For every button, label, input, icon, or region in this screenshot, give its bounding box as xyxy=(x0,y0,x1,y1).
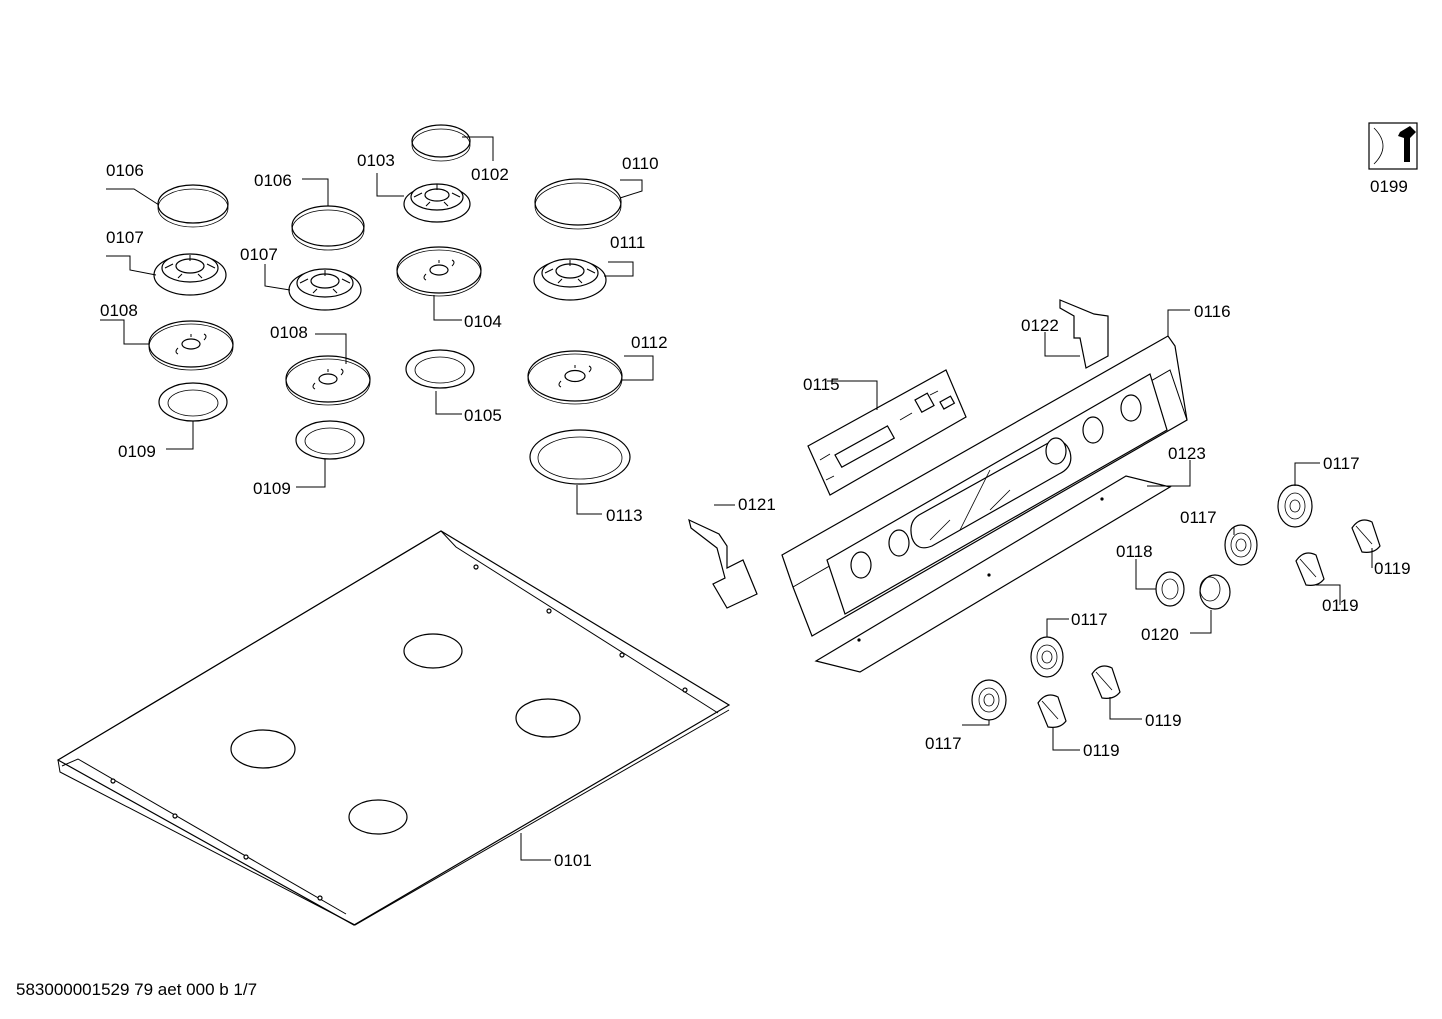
leader-lines xyxy=(100,136,1373,861)
knob-bezel-0117-c xyxy=(1030,636,1064,678)
label-0117-b: 0117 xyxy=(1180,508,1217,527)
label-0119-c: 0119 xyxy=(1145,711,1182,730)
bracket-0121 xyxy=(688,518,758,609)
label-0112: 0112 xyxy=(631,333,668,352)
label-0105: 0105 xyxy=(464,406,502,425)
spreader-0104 xyxy=(396,246,482,297)
label-0123: 0123 xyxy=(1168,444,1206,463)
spreader-0108-mid xyxy=(285,355,371,406)
knob-bezel-0117-d xyxy=(971,679,1007,721)
label-0119-a: 0119 xyxy=(1374,559,1411,578)
label-0121: 0121 xyxy=(738,495,776,514)
label-0118: 0118 xyxy=(1116,542,1153,561)
label-0106-mid: 0106 xyxy=(254,171,292,190)
label-0120: 0120 xyxy=(1141,625,1179,644)
knob-bezel-0117-b xyxy=(1224,524,1258,566)
label-0107-left: 0107 xyxy=(106,228,144,247)
burner-cap-0106-left xyxy=(157,184,229,228)
ring-0109-mid xyxy=(295,420,365,460)
knob-0119-a xyxy=(1351,519,1381,553)
document-code: 583000001529 79 aet 000 b 1/7 xyxy=(16,980,258,999)
circuit-board-0115 xyxy=(807,369,967,496)
label-0111: 0111 xyxy=(610,233,645,252)
knob-0119-d xyxy=(1037,694,1067,728)
burner-head-0103 xyxy=(403,183,471,223)
burner-cap-0102 xyxy=(411,124,471,162)
burner-head-0107-mid xyxy=(288,268,362,311)
label-0115: 0115 xyxy=(803,375,840,394)
label-0103: 0103 xyxy=(357,151,395,170)
label-0101: 0101 xyxy=(554,851,592,870)
ring-0109-left xyxy=(158,382,228,422)
label-0119-d: 0119 xyxy=(1083,741,1120,760)
spreader-0112 xyxy=(527,350,623,405)
bracket-0122 xyxy=(1059,299,1109,369)
label-0119-b: 0119 xyxy=(1322,596,1359,615)
ring-0105 xyxy=(405,349,475,389)
knob-0119-c xyxy=(1091,665,1121,699)
spreader-0108-left xyxy=(148,320,234,371)
label-0110: 0110 xyxy=(622,154,659,173)
label-0102: 0102 xyxy=(471,165,509,184)
label-0107-mid: 0107 xyxy=(240,245,278,264)
knob-bezel-0117-a xyxy=(1277,484,1313,528)
burner-head-0107-left xyxy=(153,253,227,296)
knob-0119-b xyxy=(1295,552,1325,586)
label-0106-left: 0106 xyxy=(106,161,144,180)
label-0113: 0113 xyxy=(606,506,643,525)
control-panel-0116 xyxy=(781,335,1188,637)
label-0108-mid: 0108 xyxy=(270,323,308,342)
label-0108-left: 0108 xyxy=(100,301,138,320)
burner-cap-0110 xyxy=(534,178,622,230)
label-0199: 0199 xyxy=(1370,177,1408,196)
label-0109-left: 0109 xyxy=(118,442,156,461)
cooktop-panel-0101 xyxy=(56,530,731,926)
part-labels: 0106 0107 0108 0109 0106 0107 0108 0109 … xyxy=(100,151,1411,870)
switch-bezel-0118 xyxy=(1155,571,1185,607)
label-0117-d: 0117 xyxy=(925,734,962,753)
label-0117-a: 0117 xyxy=(1323,454,1360,473)
burner-cap-0106-mid xyxy=(291,205,365,251)
burner-head-0111 xyxy=(533,258,607,301)
label-0104: 0104 xyxy=(464,312,502,331)
service-wrench-icon xyxy=(1368,122,1418,170)
ring-0113 xyxy=(529,429,631,485)
label-0116: 0116 xyxy=(1194,302,1231,321)
label-0122: 0122 xyxy=(1021,316,1059,335)
label-0117-c: 0117 xyxy=(1071,610,1108,629)
trim-strip-0123 xyxy=(814,475,1172,673)
label-0109-mid: 0109 xyxy=(253,479,291,498)
push-button-0120 xyxy=(1199,574,1231,610)
